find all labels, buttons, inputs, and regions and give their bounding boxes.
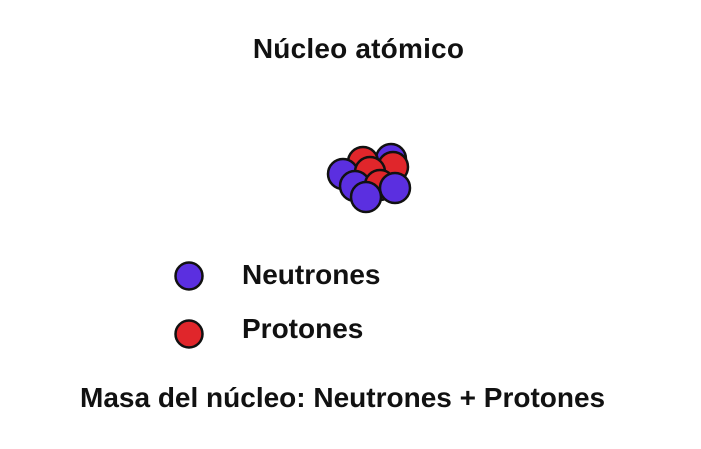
nucleus-particles <box>326 142 412 214</box>
legend-label-protones: Protones <box>242 313 364 344</box>
proton-legend-circle <box>174 319 204 349</box>
atomic-nucleus <box>326 142 412 214</box>
proton-legend-swatch <box>174 319 204 349</box>
diagram-title: Núcleo atómico <box>252 33 465 64</box>
legend-label-neutrones: Neutrones <box>242 259 381 290</box>
mass-formula: Masa del núcleo: Neutrones + Protones <box>80 382 606 413</box>
neutron-legend-circle <box>174 261 204 291</box>
neutron-particle <box>378 171 412 205</box>
neutron-legend-swatch <box>174 261 204 291</box>
neutron-particle <box>349 180 383 214</box>
